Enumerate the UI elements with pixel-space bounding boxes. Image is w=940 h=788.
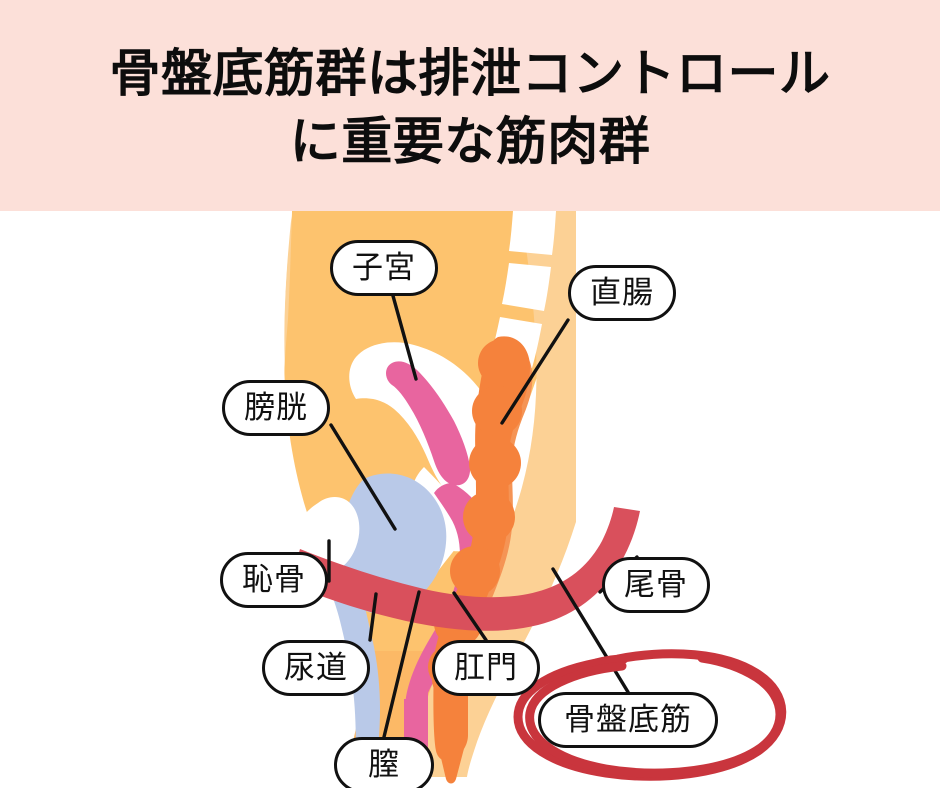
callout-label-urethra: 尿道 xyxy=(284,649,348,686)
callout-pelvic-floor[interactable]: 骨盤底筋 xyxy=(538,692,718,748)
callout-anus[interactable]: 肛門 xyxy=(432,640,540,696)
leader-line-uterus xyxy=(388,283,418,381)
anatomy-illustration xyxy=(0,211,940,788)
page-title-line-1: 骨盤底筋群は排泄コントロール xyxy=(109,44,831,104)
callout-vagina[interactable]: 膣 xyxy=(334,737,434,788)
callout-label-pelvic-floor: 骨盤底筋 xyxy=(564,701,692,738)
rectum-bulge-2 xyxy=(472,386,522,436)
background-right-cut xyxy=(466,211,940,788)
leader-line-urethra xyxy=(368,592,378,642)
rectum-bulge-3 xyxy=(469,437,521,489)
callout-label-anus: 肛門 xyxy=(454,649,518,686)
pubic-bone-shape xyxy=(297,497,360,573)
rectum-bulge-1 xyxy=(478,339,526,387)
leader-line-vagina xyxy=(382,590,421,739)
pelvic-anatomy-diagram: 子宮 直腸 膀胱 恥骨 尾骨 尿道 肛門 骨盤底筋 膣 xyxy=(0,211,940,788)
callout-coccyx[interactable]: 尾骨 xyxy=(602,557,710,613)
marker-loop-inner xyxy=(525,653,785,778)
leader-line-pelvic-floor xyxy=(551,567,630,694)
red-marker-circle xyxy=(513,649,787,781)
callout-label-pubic-bone: 恥骨 xyxy=(242,561,306,598)
page-title-line-2: に重要な筋肉群 xyxy=(289,112,651,172)
rectum-bulge-5 xyxy=(450,546,500,596)
background-left-cut xyxy=(0,211,361,788)
callout-label-rectum: 直腸 xyxy=(590,274,654,311)
anus-opening xyxy=(437,741,466,784)
uterine-cavity xyxy=(386,361,471,486)
leader-line-rectum xyxy=(500,318,570,425)
callout-bladder[interactable]: 膀胱 xyxy=(222,380,330,436)
rectum-bulge-4 xyxy=(463,491,515,543)
callout-label-uterus: 子宮 xyxy=(352,249,416,286)
vertebra-2 xyxy=(502,263,551,311)
callout-label-bladder: 膀胱 xyxy=(244,389,308,426)
callout-urethra[interactable]: 尿道 xyxy=(262,640,370,696)
callout-label-vagina: 膣 xyxy=(368,746,400,783)
leader-line-anus xyxy=(452,591,488,642)
pelvic-floor-muscle-band xyxy=(290,507,640,631)
callout-pubic-bone[interactable]: 恥骨 xyxy=(220,552,328,608)
callout-label-coccyx: 尾骨 xyxy=(624,566,688,603)
vertebra-1 xyxy=(509,211,556,255)
callout-uterus[interactable]: 子宮 xyxy=(330,240,438,296)
leader-line-bladder xyxy=(329,423,397,531)
callout-rectum[interactable]: 直腸 xyxy=(568,265,676,321)
title-banner: 骨盤底筋群は排泄コントロール に重要な筋肉群 xyxy=(0,0,940,211)
